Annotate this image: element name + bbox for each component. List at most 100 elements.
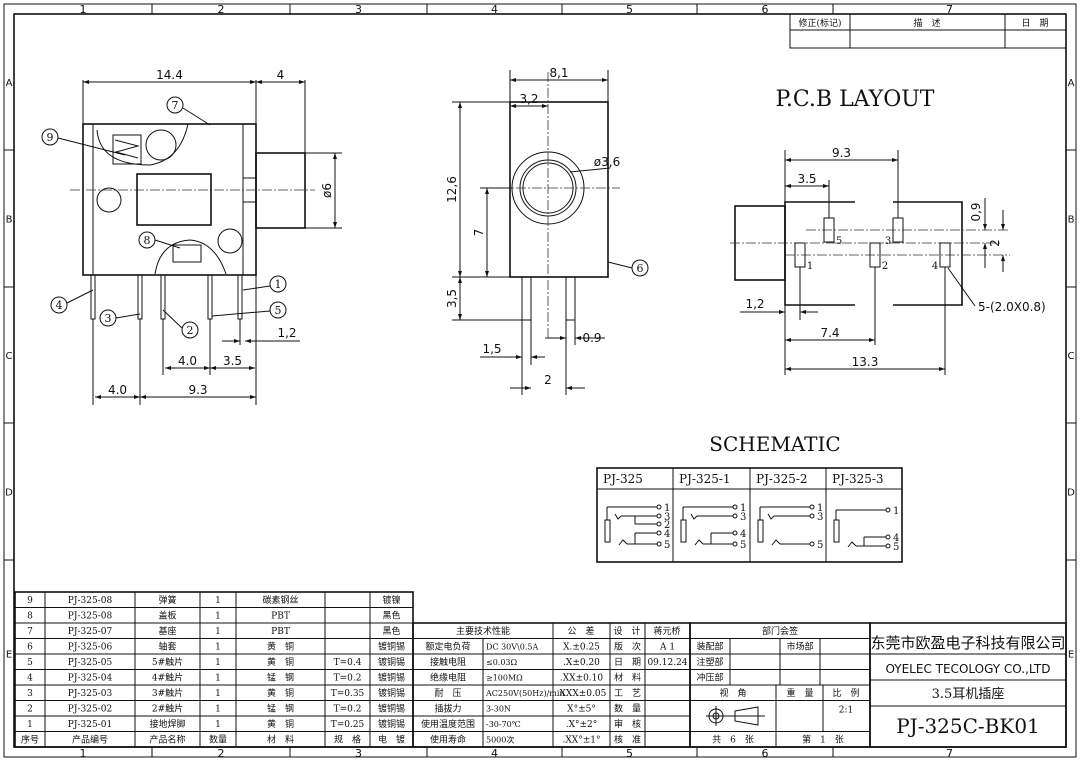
ring-contact [618, 539, 628, 546]
drawing-number: PJ-325C-BK01 [896, 714, 1040, 738]
table-header: 产品编号 [72, 734, 108, 746]
tech-cell: .X±0.20 [563, 658, 600, 668]
terminal-icon [656, 541, 662, 547]
tech-cell: 09.12.24 [647, 658, 687, 668]
dim-pin-a: 4.0 [108, 383, 127, 397]
zone-label-bottom: 2 [218, 747, 225, 760]
arrowhead [510, 78, 516, 82]
pin-label: 1 [740, 503, 746, 514]
table-cell: 镀铜锡 [378, 641, 405, 653]
table-cell: 黄 铜 [267, 687, 294, 699]
dim-width: 14.4 [156, 68, 183, 82]
table-cell: PBT [271, 627, 290, 637]
table-cell: PJ-325-07 [68, 627, 113, 637]
arrowhead [785, 158, 791, 162]
balloon-circle [181, 321, 199, 339]
pin-label: 4 [664, 529, 670, 540]
dim-mid: 7.4 [820, 326, 839, 340]
balloon-number: 4 [56, 299, 63, 312]
table-cell: T=0.2 [334, 674, 362, 684]
revision-block: 修正(标记)描 述日 期 [789, 13, 1067, 49]
variant-name: PJ-325-1 [679, 472, 731, 486]
arrowhead [983, 224, 987, 230]
zone-label-left: C [6, 351, 13, 362]
table-cell: 1 [215, 596, 221, 606]
arrowhead [785, 338, 791, 342]
dim-pin-width: 1,2 [277, 326, 296, 340]
arrowhead [140, 395, 146, 399]
balloon: 5 [269, 301, 287, 319]
arrowhead [939, 367, 945, 371]
outer-border [3, 3, 1077, 758]
company-name-en: OYELEC TECOLOGY CO.,LTD [885, 662, 1050, 676]
table-cell: T=0.4 [334, 658, 362, 668]
tech-cell: A 1 [659, 643, 675, 653]
table-cell: 1 [215, 705, 221, 715]
tech-cell: 绝缘电阻 [430, 672, 466, 684]
table-header: 材 料 [267, 734, 294, 746]
arrowhead [510, 104, 516, 108]
arrowhead [542, 104, 548, 108]
title-block-border [869, 622, 1067, 748]
line [569, 167, 611, 173]
table-cell: 弹簧 [158, 594, 176, 606]
sheet-number: 第 1 张 [802, 734, 844, 746]
line [115, 313, 141, 319]
arrowhead [575, 336, 581, 340]
zone-label-left: A [6, 78, 13, 89]
dim-offset: 3,2 [519, 92, 538, 106]
sleeve-contact [680, 519, 687, 543]
dim-first: 3.5 [797, 172, 816, 186]
table-cell: 4 [27, 674, 33, 684]
arrowhead [892, 158, 898, 162]
tech-cell: .XXX±0.05 [557, 689, 607, 699]
spring-cavity [96, 123, 189, 166]
arrowhead [245, 339, 251, 343]
arrowhead [516, 355, 522, 359]
table-cell: PJ-325-03 [68, 689, 113, 699]
revision-mark-header: 修正(标记) [798, 17, 841, 29]
arrowhead [204, 366, 210, 370]
pad-label-4: 4 [932, 261, 938, 272]
weight-label: 重 量 [786, 687, 813, 699]
zone-label-bottom: 5 [626, 747, 633, 760]
balloon-number: 2 [187, 324, 194, 337]
table-header: 产品名称 [149, 734, 185, 746]
table-cell: 1 [215, 643, 221, 653]
tech-cell: 数 量 [614, 703, 641, 715]
tech-cell: DC 30V\0.5A [486, 643, 538, 652]
table-cell: 锰 钢 [267, 703, 294, 715]
balloon-circle [41, 128, 59, 146]
pin [90, 274, 96, 320]
tech-cell: 核 准 [614, 734, 641, 746]
balloon-number: 3 [105, 312, 112, 325]
market-dept-label: 市场部 [786, 641, 813, 653]
sheets-total: 共 6 张 [712, 735, 754, 746]
balloon: 7 [166, 96, 184, 114]
terminal-icon [656, 530, 662, 536]
dim-pin-length: 3,5 [445, 289, 459, 308]
pin-label: 5 [664, 540, 670, 551]
balloon-number: 5 [275, 304, 282, 317]
table-cell: 黑色 [382, 625, 400, 637]
arrowhead [602, 78, 608, 82]
dept-label: 装配部 [696, 641, 723, 653]
pin [565, 276, 576, 321]
arrowhead [560, 336, 566, 340]
tech-cell: -30-70℃ [486, 720, 521, 729]
pin-label: 3 [664, 512, 670, 523]
pin-label: 2 [664, 520, 670, 531]
table-cell: 基座 [158, 625, 176, 637]
boss [96, 187, 122, 213]
cover-arc [154, 239, 227, 275]
tech-row: 使用温度范围-30-70℃.X°±2°审 核 [421, 718, 641, 730]
table-cell: T=0.35 [331, 689, 365, 699]
pin [160, 274, 166, 320]
table-cell: PJ-325-01 [68, 720, 112, 730]
